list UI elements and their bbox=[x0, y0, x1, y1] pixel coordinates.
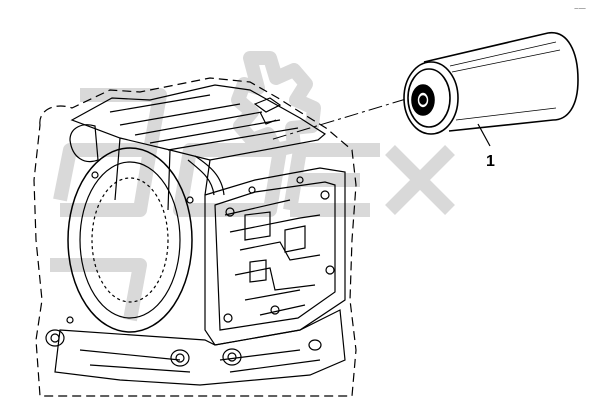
housing-lower-bosses bbox=[45, 329, 322, 367]
watermark-letter-shape-5 bbox=[385, 145, 455, 215]
housing-lower-base bbox=[54, 309, 346, 386]
filter-shading bbox=[449, 41, 561, 121]
cylindrical-filter bbox=[403, 32, 579, 135]
callout-leader-line bbox=[477, 123, 491, 147]
housing-lower-ribs bbox=[79, 349, 321, 373]
transmission-housing bbox=[33, 77, 357, 397]
housing-pipe bbox=[187, 155, 225, 196]
callout-label: 1 bbox=[486, 153, 495, 170]
housing-main-bore bbox=[67, 147, 193, 333]
assembly-alignment-line bbox=[269, 98, 407, 141]
watermark-letter-shape-6 bbox=[50, 258, 147, 322]
filter-body bbox=[423, 32, 579, 132]
housing-valve-plate bbox=[204, 167, 346, 346]
housing-plate-pockets bbox=[244, 211, 306, 283]
filter-end-cap-rim bbox=[407, 68, 451, 128]
watermark-gear-icon bbox=[231, 51, 321, 157]
watermark-letter-shape-4 bbox=[283, 143, 380, 217]
corner-mark: ⌢— bbox=[574, 5, 586, 12]
housing-valve-plate-inner bbox=[214, 181, 336, 331]
housing-flange bbox=[69, 124, 99, 163]
watermark-letter-shape-2 bbox=[53, 143, 157, 217]
watermark-logo bbox=[50, 51, 455, 322]
housing-fitting-top bbox=[253, 97, 282, 125]
housing-outer-outline bbox=[33, 77, 357, 397]
watermark-letter-shape-3 bbox=[173, 143, 287, 217]
housing-plate-channels bbox=[224, 199, 321, 316]
filter-outlet-core bbox=[419, 95, 427, 105]
callout-1: 1 bbox=[477, 123, 495, 170]
housing-top-ribs bbox=[109, 94, 299, 151]
housing-bolt-holes bbox=[66, 171, 335, 324]
